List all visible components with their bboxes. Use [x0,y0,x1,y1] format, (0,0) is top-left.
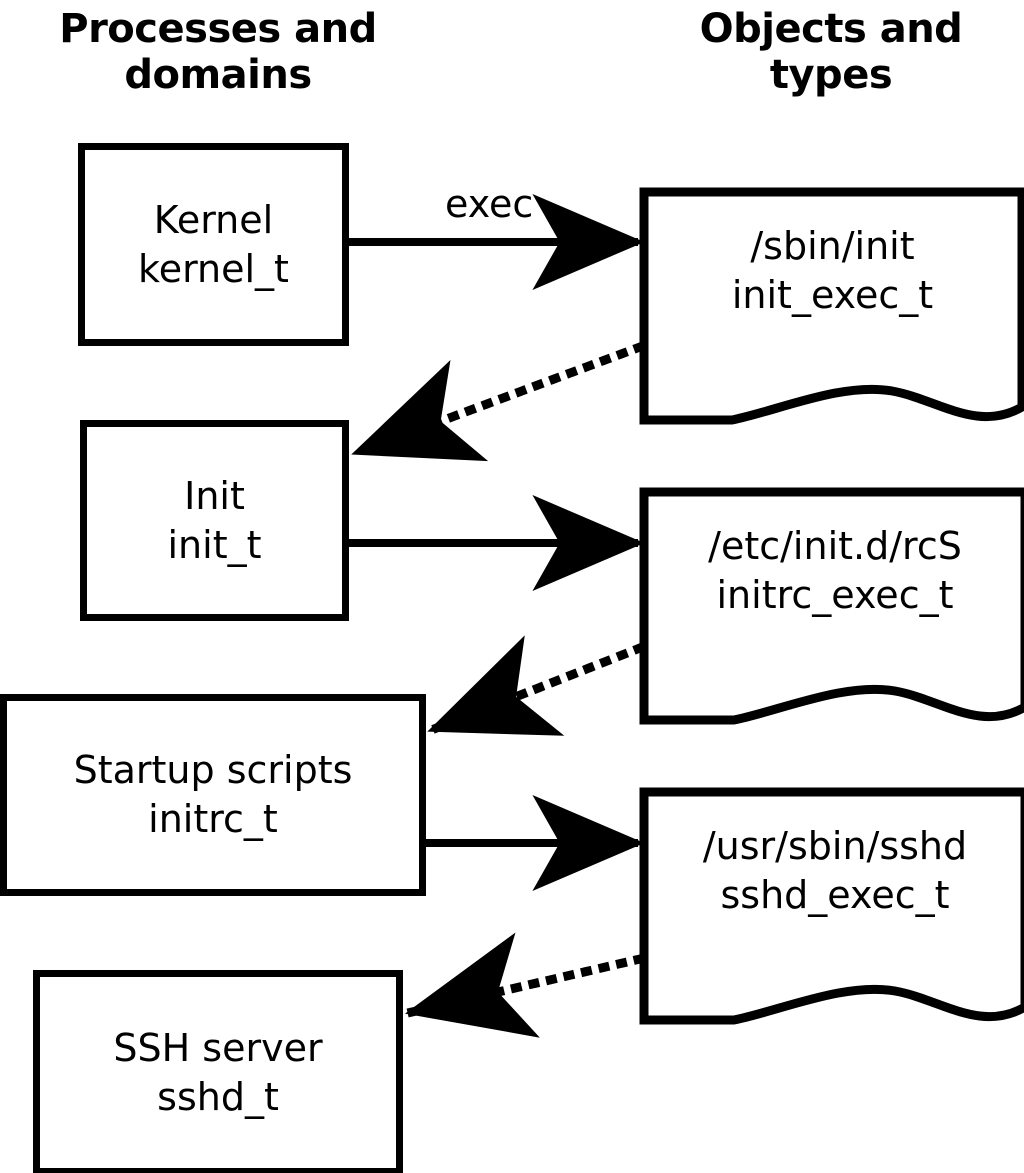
process-box-kernel-type: kernel_t [138,246,289,291]
column-header-objects-line2: types [769,52,893,98]
process-box-startup-scripts-type: initrc_t [148,797,278,841]
process-box-kernel[interactable]: Kernel kernel_t [78,143,349,346]
edge-init-exec-transition [351,341,646,462]
document-outline-sshd-exec [639,787,1024,1025]
edge-label-exec: exec [445,182,534,226]
column-header-processes-line1: Processes [59,6,281,52]
object-doc-initrc-exec[interactable] [637,485,1024,737]
document-outline-initrc-exec [639,487,1024,725]
object-doc-init-exec[interactable] [637,185,1024,437]
process-box-init-type: init_t [167,522,262,567]
process-box-ssh-server[interactable]: SSH server sshd_t [33,970,403,1173]
column-header-objects: Objects and types [636,6,1024,98]
process-box-init[interactable]: Init init_t [80,420,349,621]
document-outline-init-exec [639,187,1024,425]
edge-sshd-transition [404,932,646,1038]
process-box-kernel-name: Kernel [153,197,274,242]
process-box-init-name: Init [184,473,245,518]
process-box-ssh-server-name: SSH server [113,1025,323,1070]
edge-initrc-transition [427,635,646,736]
process-box-startup-scripts[interactable]: Startup scripts initrc_t [0,694,426,896]
column-header-processes: Processes and domains [38,6,398,98]
process-box-startup-scripts-name: Startup scripts [73,748,353,793]
object-doc-sshd-exec[interactable] [637,785,1024,1037]
process-box-ssh-server-type: sshd_t [157,1074,279,1119]
column-header-processes-line2: and domains [124,6,377,98]
column-header-objects-line1: Objects and [699,6,963,52]
